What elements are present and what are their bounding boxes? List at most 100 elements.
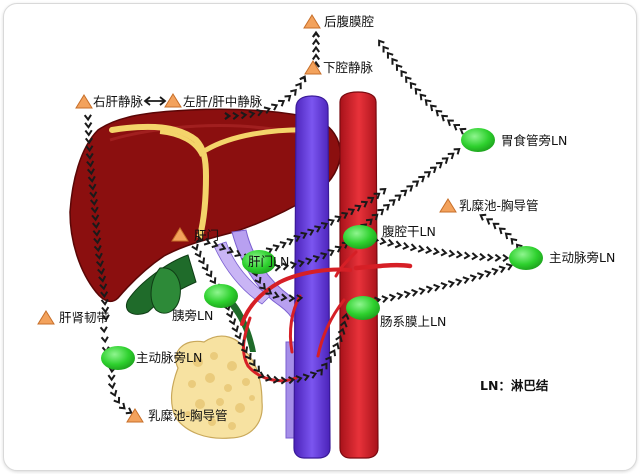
arrow-chevron: [394, 240, 402, 249]
label-paraaortic-ln-left: 主动脉旁LN: [136, 350, 202, 365]
arrow-chevron: [361, 200, 369, 208]
arrow-chevron: [463, 251, 471, 260]
lymph-node-paraesophageal: [461, 128, 495, 152]
arrow-chevron: [225, 311, 234, 319]
arrow-chevron: [400, 69, 408, 77]
arrow-chevron: [447, 152, 455, 160]
arrow-chevron: [334, 245, 342, 253]
arrow-chevron: [379, 188, 387, 195]
lymph-node-mesenteric: [346, 296, 380, 320]
arrow-chevron: [299, 75, 307, 83]
arrow-chevron: [453, 148, 461, 155]
arrow-chevron: [469, 274, 478, 282]
arrow-chevron: [93, 245, 102, 253]
arrow-chevron: [320, 252, 328, 260]
arrow-chevron: [492, 222, 500, 230]
arrow-chevron: [462, 276, 470, 285]
arrow-chevron: [485, 218, 493, 225]
label-celiac-ln: 腹腔干LN: [382, 224, 436, 239]
arrow-chevron: [107, 374, 116, 382]
arrow-chevron: [498, 265, 506, 274]
markers: [37, 14, 457, 423]
arrow-chevron: [86, 168, 95, 176]
arrow-chevron: [430, 166, 437, 174]
label-ivc: 下腔静脉: [323, 60, 374, 75]
arrow-chevron: [284, 94, 292, 102]
arrow-chevron: [226, 246, 234, 254]
arrow-chevron: [414, 87, 422, 95]
arrow-chevron: [367, 196, 375, 204]
arrow-chevron: [311, 45, 321, 53]
arrow-chevron: [440, 248, 448, 257]
marker-triangle-icon: [303, 14, 321, 29]
arrow-chevron: [386, 51, 394, 59]
arrow-chevron: [84, 129, 93, 137]
arrow-chevron: [441, 114, 448, 122]
arrow-chevron: [274, 263, 282, 272]
arrow-chevron: [334, 215, 342, 223]
arrow-chevron: [98, 275, 107, 283]
arrow-chevron: [87, 175, 96, 183]
arrow-chevron: [395, 63, 403, 71]
arrow-chevron: [448, 249, 456, 258]
arrow-chevron: [305, 257, 313, 266]
arrow-chevron: [86, 160, 95, 168]
arrow-chevron: [272, 291, 280, 299]
marker-triangle-icon: [75, 94, 93, 109]
arrow-chevron: [91, 222, 100, 230]
lymph-node-celiac: [343, 225, 377, 249]
arrow-chevron: [205, 270, 213, 278]
arrow-chevron: [425, 285, 434, 294]
arrow-chevron: [455, 278, 463, 287]
arrow-chevron: [418, 175, 426, 183]
arrow-chevron: [479, 252, 487, 261]
arrow-chevron: [418, 287, 426, 296]
arrow-chevron: [89, 198, 98, 206]
label-right-hepatic-vein: 右肝静脉: [93, 94, 144, 109]
arrow-chevron: [97, 268, 106, 276]
arrow-chevron: [424, 99, 432, 106]
arrow-chevron: [479, 213, 487, 221]
arrow-chevron: [100, 336, 109, 344]
arrow-chevron: [446, 119, 454, 127]
arrow-chevron: [377, 208, 385, 216]
pancreas: [170, 335, 263, 439]
arrow-chevron: [491, 267, 499, 276]
arrow-chevron: [412, 180, 420, 188]
arrow-chevron: [379, 237, 387, 246]
arrow-chevron: [311, 53, 321, 61]
arrow-chevron: [411, 288, 419, 297]
arrow-chevron: [256, 108, 264, 117]
arrow-chevron: [332, 342, 340, 350]
arrow-chevron: [325, 355, 332, 363]
arrow-chevron: [307, 228, 315, 236]
arrow-chevron: [316, 368, 323, 376]
arrow-chevron: [381, 295, 389, 304]
arrow-chevron: [293, 234, 301, 243]
arrow-chevron: [320, 222, 329, 230]
marker-triangle-icon: [164, 93, 182, 108]
arrow-chevron: [311, 30, 321, 38]
lymph-node-peripancreatic: [204, 284, 238, 308]
label-mesenteric-ln: 肠系膜上LN: [380, 314, 446, 329]
label-left-middle-hepatic-vein: 左肝/肝中静脉: [183, 94, 263, 109]
arrow-chevron: [510, 237, 518, 245]
label-paraesophageal-ln: 胃食管旁LN: [501, 133, 567, 148]
arrow-chevron: [101, 314, 110, 322]
arrow-chevron: [341, 211, 349, 219]
legend-text: LN：淋巴结: [480, 378, 549, 393]
arrow-chevron: [486, 253, 494, 262]
arrow-chevron: [289, 261, 298, 270]
arrow-chevron: [94, 252, 103, 260]
arrow-chevron: [400, 189, 408, 197]
arrow-chevron: [327, 218, 335, 226]
arrow-chevron: [209, 277, 217, 285]
arrow-chevron: [429, 104, 437, 112]
lymph-nodes: [101, 128, 543, 370]
arrow-chevron: [320, 362, 328, 370]
label-cisterna-chyli-top: 乳糜池-胸导管: [459, 198, 539, 213]
arrow-chevron: [83, 114, 92, 122]
label-hepatorenal-ligament: 肝肾韧带: [59, 310, 109, 325]
arrow-chevron: [248, 359, 256, 367]
